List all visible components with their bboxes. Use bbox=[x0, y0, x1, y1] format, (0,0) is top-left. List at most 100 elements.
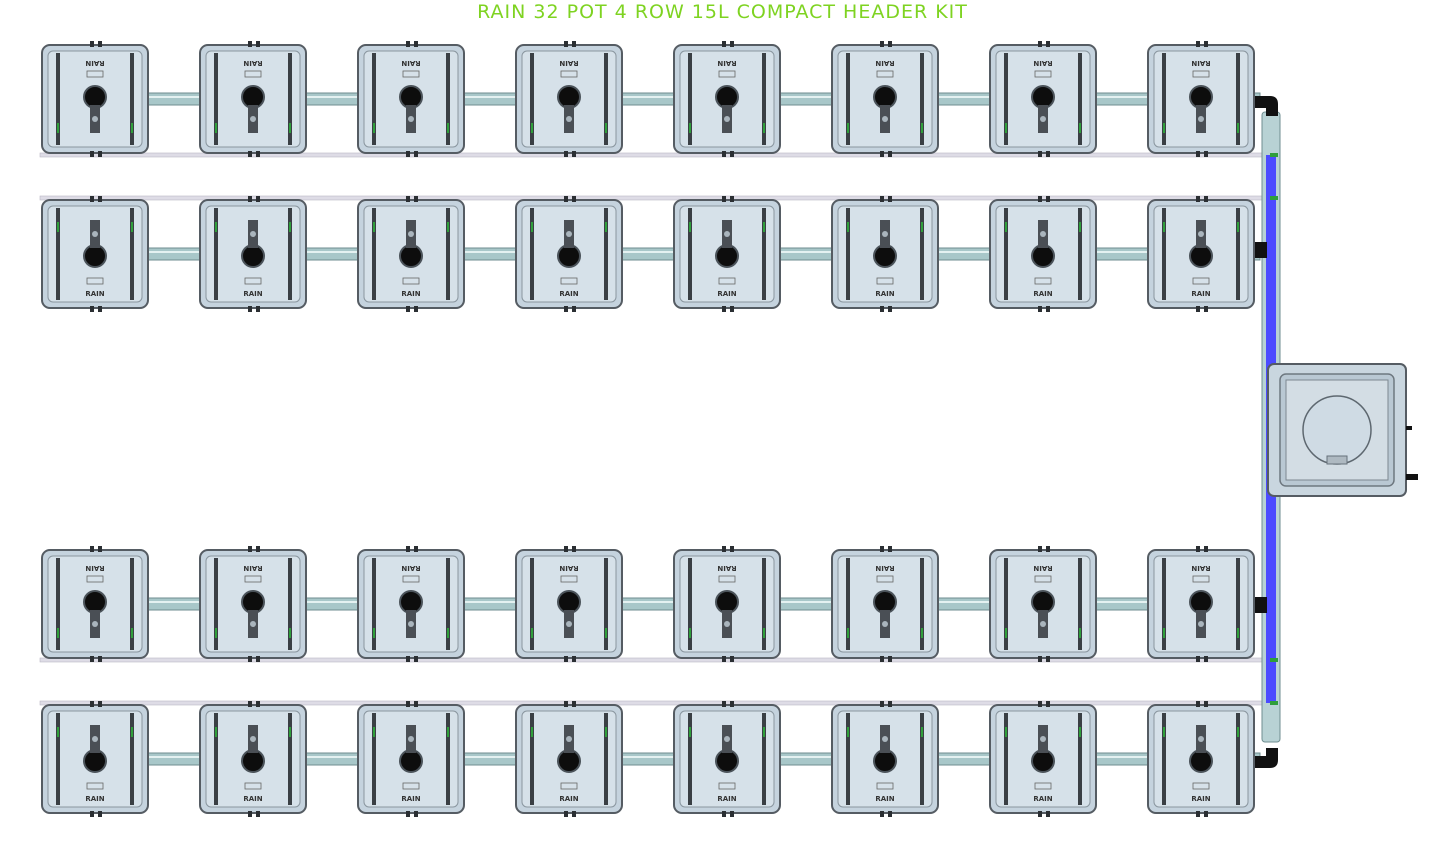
pot-clip-accent bbox=[1163, 123, 1165, 133]
pot-size-mark bbox=[1192, 782, 1210, 790]
pot: RAIN bbox=[1147, 196, 1255, 312]
pot-tab bbox=[256, 306, 260, 312]
pot-side-clip bbox=[1078, 208, 1082, 300]
pot-side-clip bbox=[130, 53, 134, 145]
pot-side-clip bbox=[762, 558, 766, 650]
channel-marker bbox=[1040, 736, 1046, 742]
pot-clip-accent bbox=[531, 222, 533, 232]
drain-hole bbox=[1189, 85, 1213, 109]
pot-side-clip bbox=[1004, 713, 1008, 805]
pot-brand-label: RAIN bbox=[717, 290, 736, 298]
pot-clip-accent bbox=[921, 727, 923, 737]
pot-clip-accent bbox=[373, 123, 375, 133]
connector-clip bbox=[1270, 658, 1278, 662]
pot-clip-accent bbox=[1005, 123, 1007, 133]
pot-tab bbox=[722, 546, 726, 552]
pot-side-clip bbox=[1236, 208, 1240, 300]
pot-brand-label: RAIN bbox=[717, 59, 736, 67]
pot-brand-label: RAIN bbox=[401, 59, 420, 67]
pot-tab bbox=[880, 811, 884, 817]
pot-tab bbox=[1038, 811, 1042, 817]
channel-marker bbox=[566, 621, 572, 627]
pot-size-mark bbox=[244, 782, 262, 790]
pot: RAIN bbox=[831, 41, 939, 157]
pot-clip-accent bbox=[605, 727, 607, 737]
pot-tab bbox=[406, 811, 410, 817]
drain-hole bbox=[873, 244, 897, 268]
pot-side-clip bbox=[372, 208, 376, 300]
pot-tab bbox=[90, 701, 94, 707]
pot-brand-label: RAIN bbox=[875, 59, 894, 67]
pot-tab bbox=[90, 151, 94, 157]
pot-tab bbox=[1204, 306, 1208, 312]
pot-tab bbox=[90, 656, 94, 662]
drain-hole bbox=[399, 590, 423, 614]
channel-marker bbox=[250, 621, 256, 627]
pot-tab bbox=[572, 701, 576, 707]
pot-side-clip bbox=[604, 558, 608, 650]
pot-tab bbox=[1196, 196, 1200, 202]
pot-side-clip bbox=[604, 208, 608, 300]
pot-tab bbox=[1038, 546, 1042, 552]
pot-clip-accent bbox=[763, 727, 765, 737]
pot-tab bbox=[1046, 41, 1050, 47]
pot-tab bbox=[98, 701, 102, 707]
pot-clip-accent bbox=[763, 222, 765, 232]
pot-tab bbox=[414, 306, 418, 312]
pot-tab bbox=[248, 306, 252, 312]
pot-clip-accent bbox=[215, 628, 217, 638]
pot: RAIN bbox=[989, 546, 1097, 662]
pot-brand-label: RAIN bbox=[85, 59, 104, 67]
pot-tab bbox=[248, 701, 252, 707]
pot-size-mark bbox=[402, 575, 420, 583]
pot: RAIN bbox=[673, 196, 781, 312]
channel-marker bbox=[882, 231, 888, 237]
pot-size-mark bbox=[876, 782, 894, 790]
pot-size-mark bbox=[86, 782, 104, 790]
pot-tab bbox=[730, 41, 734, 47]
pot-brand-label: RAIN bbox=[875, 795, 894, 803]
pot-tab bbox=[730, 151, 734, 157]
pot-tab bbox=[1038, 151, 1042, 157]
pot-tab bbox=[1204, 196, 1208, 202]
pot-clip-accent bbox=[1163, 628, 1165, 638]
pot-tab bbox=[256, 546, 260, 552]
channel-marker bbox=[882, 736, 888, 742]
pot-side-clip bbox=[1236, 558, 1240, 650]
pot-tab bbox=[414, 151, 418, 157]
pot-brand-label: RAIN bbox=[1033, 59, 1052, 67]
pot-side-clip bbox=[846, 53, 850, 145]
pot: RAIN bbox=[199, 196, 307, 312]
pot-tab bbox=[98, 546, 102, 552]
pot-tab bbox=[880, 196, 884, 202]
pot-clip-accent bbox=[447, 727, 449, 737]
pot-tab bbox=[90, 546, 94, 552]
pot: RAIN bbox=[357, 41, 465, 157]
pot-tab bbox=[880, 701, 884, 707]
pot-tab bbox=[888, 151, 892, 157]
drain-hole bbox=[241, 590, 265, 614]
pot-tab bbox=[406, 196, 410, 202]
pot-side-clip bbox=[288, 208, 292, 300]
pot-tab bbox=[256, 151, 260, 157]
row-pipe-highlight bbox=[60, 96, 1260, 98]
reservoir-outlet bbox=[1406, 426, 1412, 430]
pot: RAIN bbox=[357, 546, 465, 662]
pot-size-mark bbox=[1192, 70, 1210, 78]
pot: RAIN bbox=[1147, 546, 1255, 662]
pot-tab bbox=[564, 306, 568, 312]
pot-side-clip bbox=[1162, 208, 1166, 300]
channel-marker bbox=[1198, 621, 1204, 627]
pot-brand-label: RAIN bbox=[1191, 564, 1210, 572]
pot-clip-accent bbox=[373, 628, 375, 638]
pot-size-mark bbox=[402, 70, 420, 78]
pot-size-mark bbox=[86, 70, 104, 78]
pot-grid: RAIN RAIN RAIN RAIN RAIN RAIN RAIN RAIN RAIN RAIN… bbox=[41, 41, 1255, 817]
channel-marker bbox=[1198, 231, 1204, 237]
pot-tab bbox=[888, 811, 892, 817]
channel-marker bbox=[408, 621, 414, 627]
pot-tab bbox=[1204, 546, 1208, 552]
pot-brand-label: RAIN bbox=[1033, 795, 1052, 803]
pot-side-clip bbox=[846, 208, 850, 300]
pot-tab bbox=[1204, 41, 1208, 47]
